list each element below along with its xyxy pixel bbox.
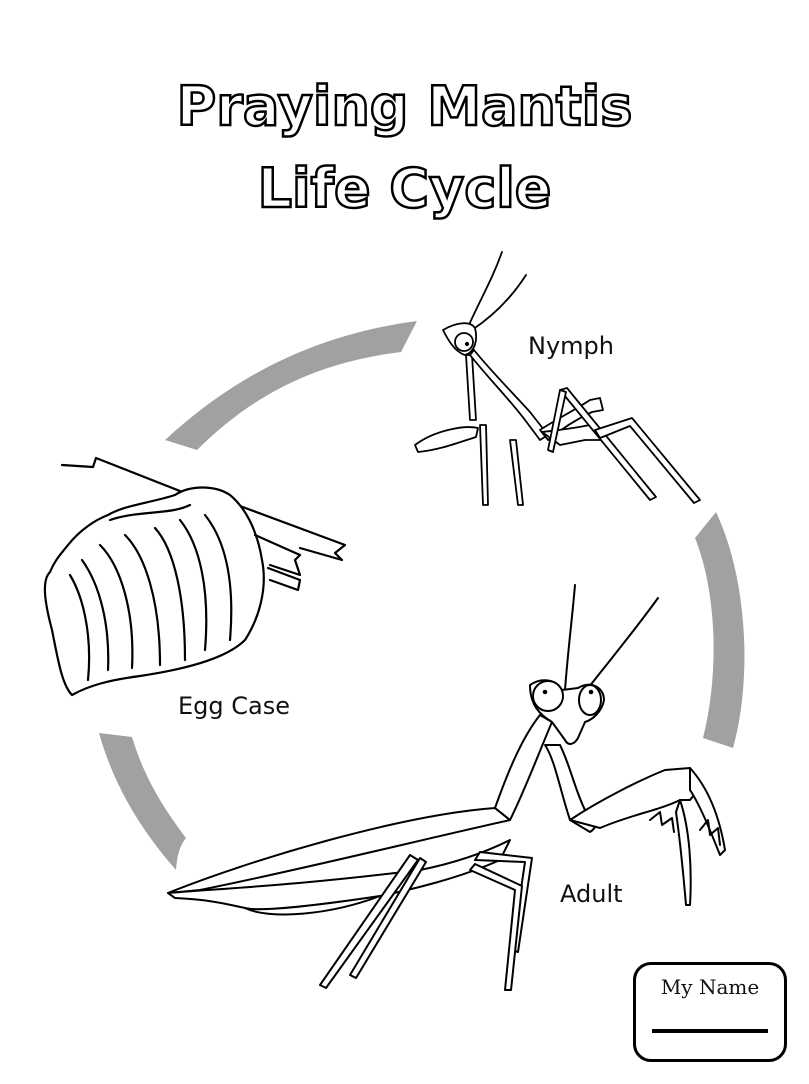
adult-mantis-illustration xyxy=(167,584,726,991)
name-card-label: My Name xyxy=(660,975,760,999)
arc-egg-to-nymph xyxy=(165,321,417,450)
name-card: My Name xyxy=(633,962,787,1062)
arc-adult-to-egg xyxy=(99,733,186,870)
egg-case-illustration xyxy=(43,456,347,697)
stage-label-adult: Adult xyxy=(560,880,623,908)
arc-nymph-to-adult xyxy=(695,512,745,748)
title-line-2: Life Cycle xyxy=(256,157,552,220)
name-write-line[interactable] xyxy=(652,1029,768,1033)
stage-label-nymph: Nymph xyxy=(528,332,614,360)
cycle-arrows xyxy=(99,321,745,870)
title-line-1: Praying Mantis xyxy=(175,75,633,138)
stage-label-egg-case: Egg Case xyxy=(178,692,290,720)
nymph-illustration xyxy=(414,251,701,506)
